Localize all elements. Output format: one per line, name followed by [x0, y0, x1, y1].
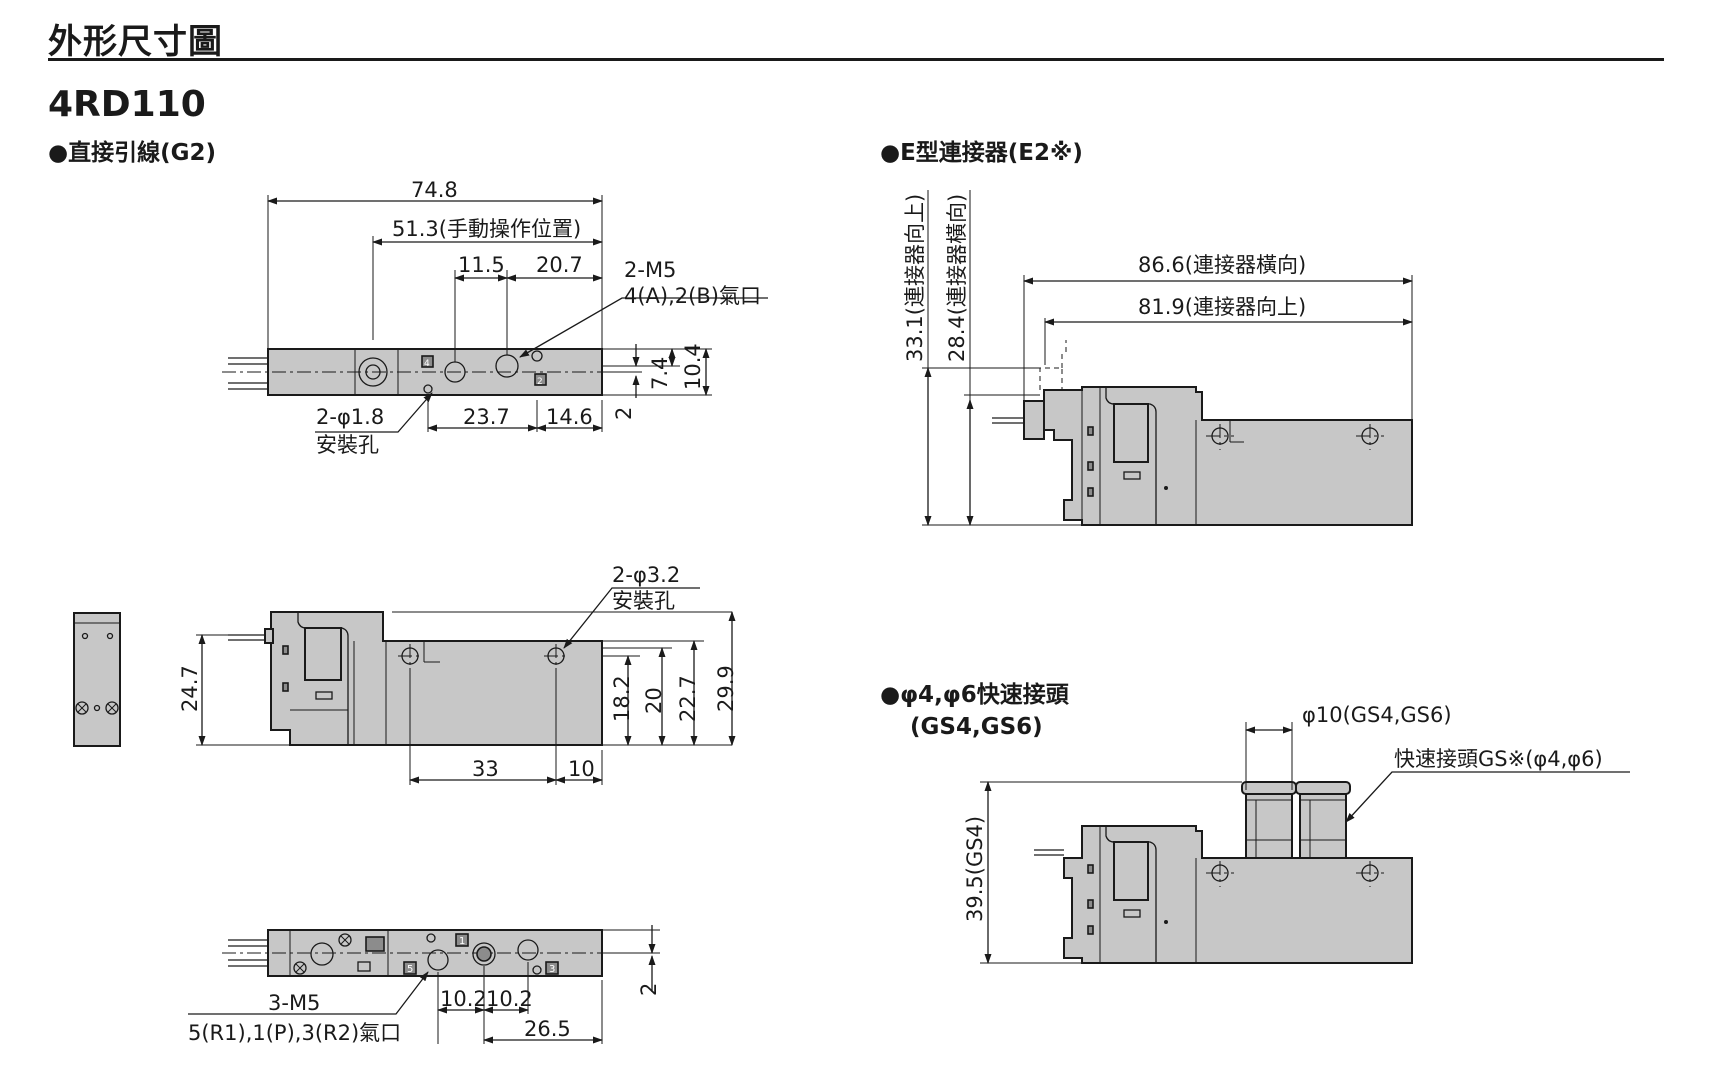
valve-body-gs	[1063, 825, 1413, 964]
bottom-view: 1 3 5 3-M5 5(R1),1(P),3(R2)氣口 10.2 10.2 …	[188, 925, 661, 1045]
port-m5-label: 2-M5	[624, 258, 676, 282]
dim-33-1: 33.1(連接器向上)	[903, 194, 927, 362]
port-mark-1	[455, 933, 469, 947]
hole-3-2-note: 安裝孔	[612, 589, 675, 613]
section-g2-label: ●直接引線(G2)	[48, 140, 216, 166]
valve-end-view	[73, 612, 121, 747]
hole-1-8-note: 安裝孔	[316, 433, 379, 457]
dim-10-4: 10.4	[681, 343, 705, 390]
section-gs-label-1: ●φ4,φ6快速接頭	[880, 682, 1069, 708]
hole-3-2-label: 2-φ3.2	[612, 563, 680, 587]
dim-39-5: 39.5(GS4)	[963, 816, 987, 922]
dim-22-7: 22.7	[676, 675, 700, 722]
port-mark-2-text: 2	[537, 377, 543, 387]
dim-14-6: 14.6	[546, 405, 593, 429]
dim-33: 33	[472, 757, 499, 781]
dim-2-top: 2	[612, 407, 636, 420]
section-gs-label-2: (GS4,GS6)	[910, 714, 1043, 740]
valve-body-e2	[1043, 386, 1413, 526]
model-number: 4RD110	[48, 84, 206, 125]
port-mark-5-text: 5	[407, 964, 413, 975]
dim-86-6: 86.6(連接器橫向)	[1138, 253, 1306, 277]
port-mark-4-text: 4	[424, 359, 430, 369]
dim-51-3: 51.3(手動操作位置)	[392, 217, 581, 241]
dim-10-2-a: 10.2	[440, 987, 487, 1011]
bottom-port-note: 5(R1),1(P),3(R2)氣口	[188, 1021, 401, 1045]
dim-29-9: 29.9	[714, 665, 738, 712]
dim-23-7: 23.7	[463, 405, 510, 429]
hole-1-8-label: 2-φ1.8	[316, 405, 384, 429]
dim-74-8: 74.8	[411, 178, 458, 202]
fitting-right	[1295, 781, 1351, 859]
dim-28-4: 28.4(連接器橫向)	[945, 194, 969, 362]
title-divider	[48, 58, 1664, 61]
dim-10-2-b: 10.2	[486, 987, 533, 1011]
dim-11-5: 11.5	[458, 253, 505, 277]
port-mark-3-text: 3	[549, 964, 555, 975]
dim-81-9: 81.9(連接器向上)	[1138, 295, 1306, 319]
dim-20: 20	[642, 687, 666, 714]
port-mark-4	[421, 355, 434, 368]
side-view: 2-φ3.2 安裝孔 24.7 18.2 20 22.7 29.9 33 10	[178, 563, 738, 785]
page-title: 外形尺寸圖	[48, 22, 223, 62]
port-mark-5	[403, 961, 417, 975]
dim-10: 10	[568, 757, 595, 781]
dim-2-bottom: 2	[637, 983, 661, 996]
section-e2-label: ●E型連接器(E2※)	[880, 140, 1083, 166]
port-mark-3	[545, 961, 559, 975]
port-mark-2	[534, 373, 547, 386]
dim-20-7: 20.7	[536, 253, 583, 277]
bottom-port-m5-label: 3-M5	[268, 991, 320, 1015]
port-ab-label: 4(A),2(B)氣口	[624, 284, 761, 308]
end-view	[73, 612, 121, 747]
dim-24-7: 24.7	[178, 665, 202, 712]
top-view: 4 2 74.8 51.3(手動操作位置) 11.5 20.7	[222, 178, 768, 457]
e2-view: 86.6(連接器橫向) 81.9(連接器向上) 33.1(連接器向上) 28.4…	[903, 190, 1413, 526]
port-mark-1-text: 1	[459, 936, 465, 947]
fitting-label: 快速接頭GS※(φ4,φ6)	[1394, 747, 1603, 771]
gs-view: φ10(GS4,GS6) 快速接頭GS※(φ4,φ6) 39.5(GS4)	[963, 703, 1630, 964]
dim-18-2: 18.2	[610, 675, 634, 722]
dim-phi-10: φ10(GS4,GS6)	[1302, 703, 1452, 727]
dim-7-4: 7.4	[648, 357, 672, 390]
dim-26-5: 26.5	[524, 1017, 571, 1041]
fitting-left	[1241, 781, 1297, 859]
